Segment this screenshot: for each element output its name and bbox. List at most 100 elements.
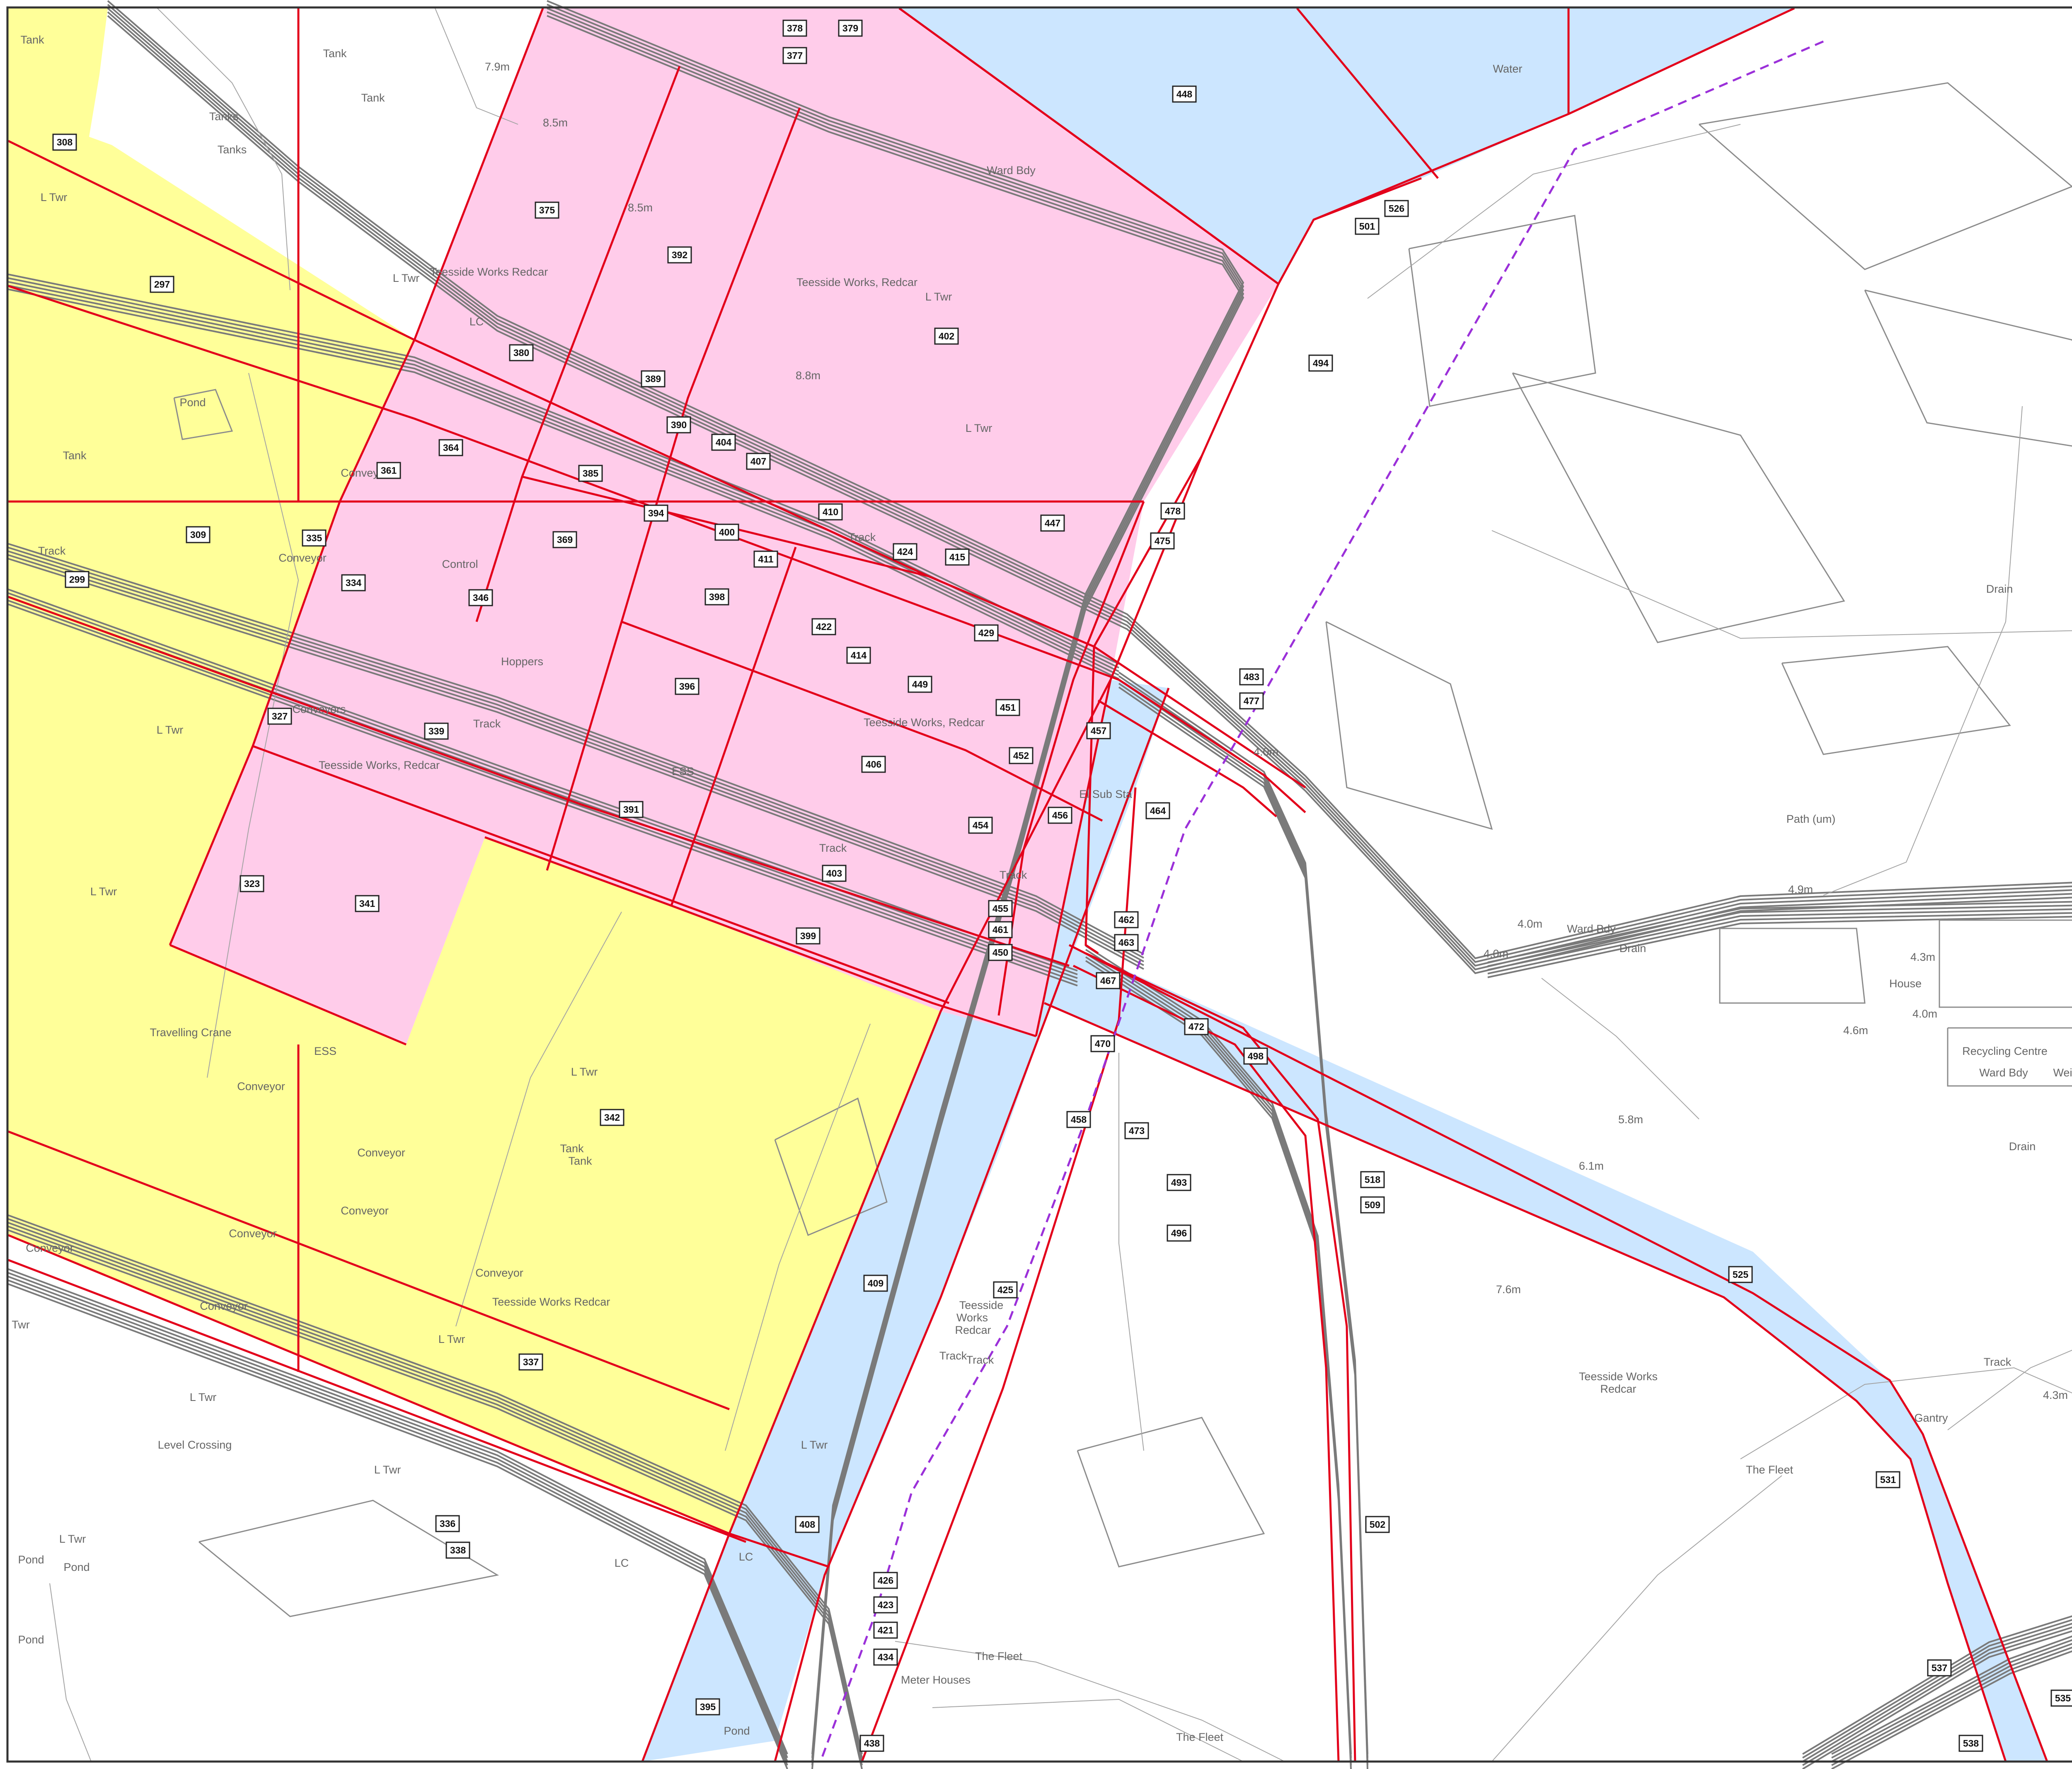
parcel-label-402[interactable]: 402 bbox=[934, 327, 959, 345]
parcel-label-390[interactable]: 390 bbox=[666, 416, 691, 434]
parcel-label-411[interactable]: 411 bbox=[753, 550, 778, 568]
parcel-label-475[interactable]: 475 bbox=[1150, 532, 1175, 550]
parcel-label-537[interactable]: 537 bbox=[1927, 1659, 1952, 1677]
parcel-label-410[interactable]: 410 bbox=[818, 503, 843, 521]
parcel-label-535[interactable]: 535 bbox=[2050, 1689, 2072, 1707]
parcel-label-414[interactable]: 414 bbox=[846, 647, 871, 664]
parcel-label-502[interactable]: 502 bbox=[1365, 1516, 1390, 1533]
parcel-label-477[interactable]: 477 bbox=[1239, 692, 1264, 710]
parcel-label-334[interactable]: 334 bbox=[341, 574, 366, 591]
parcel-label-408[interactable]: 408 bbox=[795, 1516, 820, 1533]
parcel-label-415[interactable]: 415 bbox=[945, 548, 970, 566]
parcel-label-457[interactable]: 457 bbox=[1086, 722, 1111, 739]
parcel-label-335[interactable]: 335 bbox=[302, 529, 327, 547]
parcel-label-478[interactable]: 478 bbox=[1160, 502, 1185, 520]
parcel-label-455[interactable]: 455 bbox=[988, 900, 1013, 917]
parcel-label-483[interactable]: 483 bbox=[1239, 668, 1264, 686]
parcel-label-379[interactable]: 379 bbox=[838, 19, 863, 37]
parcel-label-531[interactable]: 531 bbox=[1876, 1471, 1900, 1488]
parcel-label-404[interactable]: 404 bbox=[711, 434, 736, 451]
parcel-label-407[interactable]: 407 bbox=[746, 453, 771, 470]
parcel-boundary-line bbox=[774, 688, 1170, 1762]
parcel-label-377[interactable]: 377 bbox=[782, 47, 807, 64]
parcel-label-394[interactable]: 394 bbox=[644, 504, 668, 522]
parcel-label-426[interactable]: 426 bbox=[873, 1572, 898, 1589]
parcel-label-452[interactable]: 452 bbox=[1009, 747, 1034, 764]
parcel-label-361[interactable]: 361 bbox=[376, 462, 401, 479]
parcel-label-396[interactable]: 396 bbox=[675, 678, 700, 695]
parcel-label-438[interactable]: 438 bbox=[859, 1735, 884, 1752]
parcel-label-392[interactable]: 392 bbox=[667, 246, 692, 264]
parcel-label-395[interactable]: 395 bbox=[695, 1698, 720, 1716]
parcel-label-421[interactable]: 421 bbox=[873, 1621, 898, 1639]
parcel-label-346[interactable]: 346 bbox=[468, 589, 493, 606]
parcel-label-336[interactable]: 336 bbox=[435, 1515, 460, 1532]
parcel-label-463[interactable]: 463 bbox=[1114, 934, 1139, 951]
parcel-label-341[interactable]: 341 bbox=[355, 895, 380, 912]
parcel-label-409[interactable]: 409 bbox=[863, 1275, 888, 1292]
parcel-label-472[interactable]: 472 bbox=[1184, 1018, 1209, 1035]
zone-yellow-north[interactable] bbox=[8, 8, 414, 502]
parcel-label-538[interactable]: 538 bbox=[1958, 1735, 1983, 1752]
parcel-label-447[interactable]: 447 bbox=[1040, 514, 1065, 532]
zone-blue-channel[interactable] bbox=[642, 680, 1169, 1762]
parcel-label-378[interactable]: 378 bbox=[782, 19, 807, 37]
parcel-label-327[interactable]: 327 bbox=[267, 708, 292, 725]
parcel-label-470[interactable]: 470 bbox=[1090, 1035, 1115, 1052]
parcel-label-429[interactable]: 429 bbox=[974, 624, 999, 642]
parcel-label-338[interactable]: 338 bbox=[445, 1541, 470, 1559]
parcel-label-380[interactable]: 380 bbox=[509, 344, 534, 361]
parcel-label-342[interactable]: 342 bbox=[600, 1109, 625, 1126]
parcel-label-434[interactable]: 434 bbox=[873, 1648, 898, 1666]
parcel-label-337[interactable]: 337 bbox=[518, 1353, 543, 1371]
parcel-label-398[interactable]: 398 bbox=[704, 588, 729, 606]
parcel-label-375[interactable]: 375 bbox=[535, 201, 559, 219]
parcel-label-308[interactable]: 308 bbox=[52, 133, 77, 151]
parcel-label-297[interactable]: 297 bbox=[150, 276, 174, 293]
parcel-label-467[interactable]: 467 bbox=[1096, 972, 1121, 989]
zone-yellow-main[interactable] bbox=[8, 502, 949, 1534]
parcel-label-464[interactable]: 464 bbox=[1145, 802, 1170, 819]
parcel-label-399[interactable]: 399 bbox=[796, 927, 821, 945]
parcel-label-496[interactable]: 496 bbox=[1167, 1224, 1191, 1242]
parcel-label-385[interactable]: 385 bbox=[578, 465, 603, 482]
parcel-label-494[interactable]: 494 bbox=[1308, 354, 1333, 372]
parcel-label-451[interactable]: 451 bbox=[995, 699, 1020, 716]
parcel-label-498[interactable]: 498 bbox=[1243, 1047, 1268, 1065]
parcel-label-389[interactable]: 389 bbox=[641, 370, 666, 388]
parcel-label-400[interactable]: 400 bbox=[714, 523, 739, 541]
parcel-label-403[interactable]: 403 bbox=[822, 865, 847, 882]
parcel-label-422[interactable]: 422 bbox=[811, 618, 836, 635]
parcel-label-449[interactable]: 449 bbox=[908, 676, 932, 693]
parcel-label-309[interactable]: 309 bbox=[186, 526, 211, 543]
parcel-label-501[interactable]: 501 bbox=[1355, 218, 1380, 235]
parcel-label-425[interactable]: 425 bbox=[993, 1281, 1018, 1299]
zone-blue-north[interactable] bbox=[899, 8, 1794, 284]
parcel-label-525[interactable]: 525 bbox=[1728, 1266, 1753, 1283]
parcel-label-391[interactable]: 391 bbox=[619, 801, 644, 818]
parcel-label-450[interactable]: 450 bbox=[988, 944, 1013, 961]
parcel-label-493[interactable]: 493 bbox=[1167, 1174, 1191, 1191]
parcel-label-518[interactable]: 518 bbox=[1360, 1171, 1385, 1188]
parcel-label-526[interactable]: 526 bbox=[1384, 200, 1409, 217]
parcel-number: 404 bbox=[716, 437, 732, 448]
parcel-label-462[interactable]: 462 bbox=[1114, 911, 1139, 928]
parcel-label-box bbox=[518, 1353, 543, 1371]
parcel-label-364[interactable]: 364 bbox=[438, 439, 463, 456]
parcel-label-461[interactable]: 461 bbox=[988, 921, 1013, 938]
parcel-label-424[interactable]: 424 bbox=[893, 543, 917, 560]
parcel-label-509[interactable]: 509 bbox=[1360, 1196, 1385, 1214]
parcel-number: 496 bbox=[1171, 1228, 1187, 1238]
parcel-label-448[interactable]: 448 bbox=[1172, 85, 1197, 103]
parcel-label-369[interactable]: 369 bbox=[552, 531, 577, 548]
parcel-label-299[interactable]: 299 bbox=[65, 571, 90, 588]
parcel-label-473[interactable]: 473 bbox=[1124, 1122, 1149, 1139]
parcel-label-456[interactable]: 456 bbox=[1048, 807, 1072, 824]
parcel-label-406[interactable]: 406 bbox=[861, 756, 886, 773]
parcel-label-454[interactable]: 454 bbox=[968, 817, 993, 834]
parcel-label-323[interactable]: 323 bbox=[240, 875, 264, 892]
parcel-label-423[interactable]: 423 bbox=[873, 1596, 898, 1614]
parcel-label-458[interactable]: 458 bbox=[1066, 1111, 1091, 1128]
parcel-label-339[interactable]: 339 bbox=[424, 722, 449, 740]
